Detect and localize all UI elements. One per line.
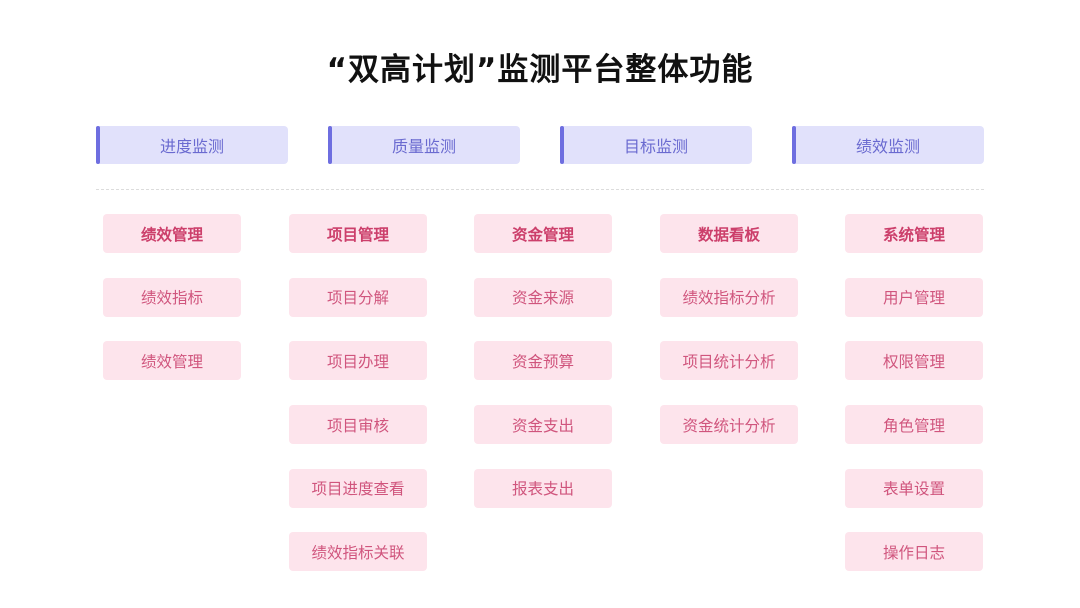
page-title: “双高计划”监测平台整体功能 [326,52,754,88]
column-system: 系统管理 用户管理 权限管理 角色管理 表单设置 操作日志 [845,214,983,596]
module-item[interactable]: 资金统计分析 [660,405,798,445]
module-item[interactable]: 项目进度查看 [289,468,427,508]
column-performance: 绩效管理 绩效指标 绩效管理 [103,214,241,405]
category-quality-monitoring[interactable]: 质量监测 [328,126,520,164]
category-label: 质量监测 [391,137,456,156]
dashed-divider [96,189,984,190]
category-goal-monitoring[interactable]: 目标监测 [560,126,752,164]
category-label: 目标监测 [623,137,688,156]
category-progress-monitoring[interactable]: 进度监测 [96,126,288,164]
module-item[interactable]: 绩效管理 [103,341,241,381]
module-item[interactable]: 资金预算 [474,341,612,381]
column-funds: 资金管理 资金来源 资金预算 资金支出 报表支出 [474,214,612,532]
module-item[interactable]: 报表支出 [474,468,612,508]
category-label: 进度监测 [159,137,224,156]
module-item[interactable]: 资金来源 [474,277,612,317]
module-item[interactable]: 数据看板 [660,214,798,253]
category-label: 绩效监测 [855,137,920,156]
module-item[interactable]: 项目管理 [289,214,427,253]
column-dashboard: 数据看板 绩效指标分析 项目统计分析 资金统计分析 [660,214,798,469]
module-item[interactable]: 绩效管理 [103,214,241,253]
module-item[interactable]: 绩效指标分析 [660,277,798,317]
module-item[interactable]: 用户管理 [845,277,983,317]
category-performance-monitoring[interactable]: 绩效监测 [792,126,984,164]
module-item[interactable]: 项目办理 [289,341,427,381]
module-item[interactable]: 绩效指标关联 [289,532,427,572]
accent-bar [328,126,332,164]
module-item[interactable]: 资金管理 [474,214,612,253]
accent-bar [96,126,100,164]
column-project: 项目管理 项目分解 项目办理 项目审核 项目进度查看 绩效指标关联 [289,214,427,596]
module-item[interactable]: 项目审核 [289,405,427,445]
module-item[interactable]: 项目分解 [289,277,427,317]
module-item[interactable]: 资金支出 [474,405,612,445]
module-item[interactable]: 项目统计分析 [660,341,798,381]
module-item[interactable]: 系统管理 [845,214,983,253]
accent-bar [792,126,796,164]
module-item[interactable]: 操作日志 [845,532,983,572]
module-item[interactable]: 表单设置 [845,468,983,508]
accent-bar [560,126,564,164]
module-item[interactable]: 绩效指标 [103,277,241,317]
module-item[interactable]: 权限管理 [845,341,983,381]
module-item[interactable]: 角色管理 [845,405,983,445]
